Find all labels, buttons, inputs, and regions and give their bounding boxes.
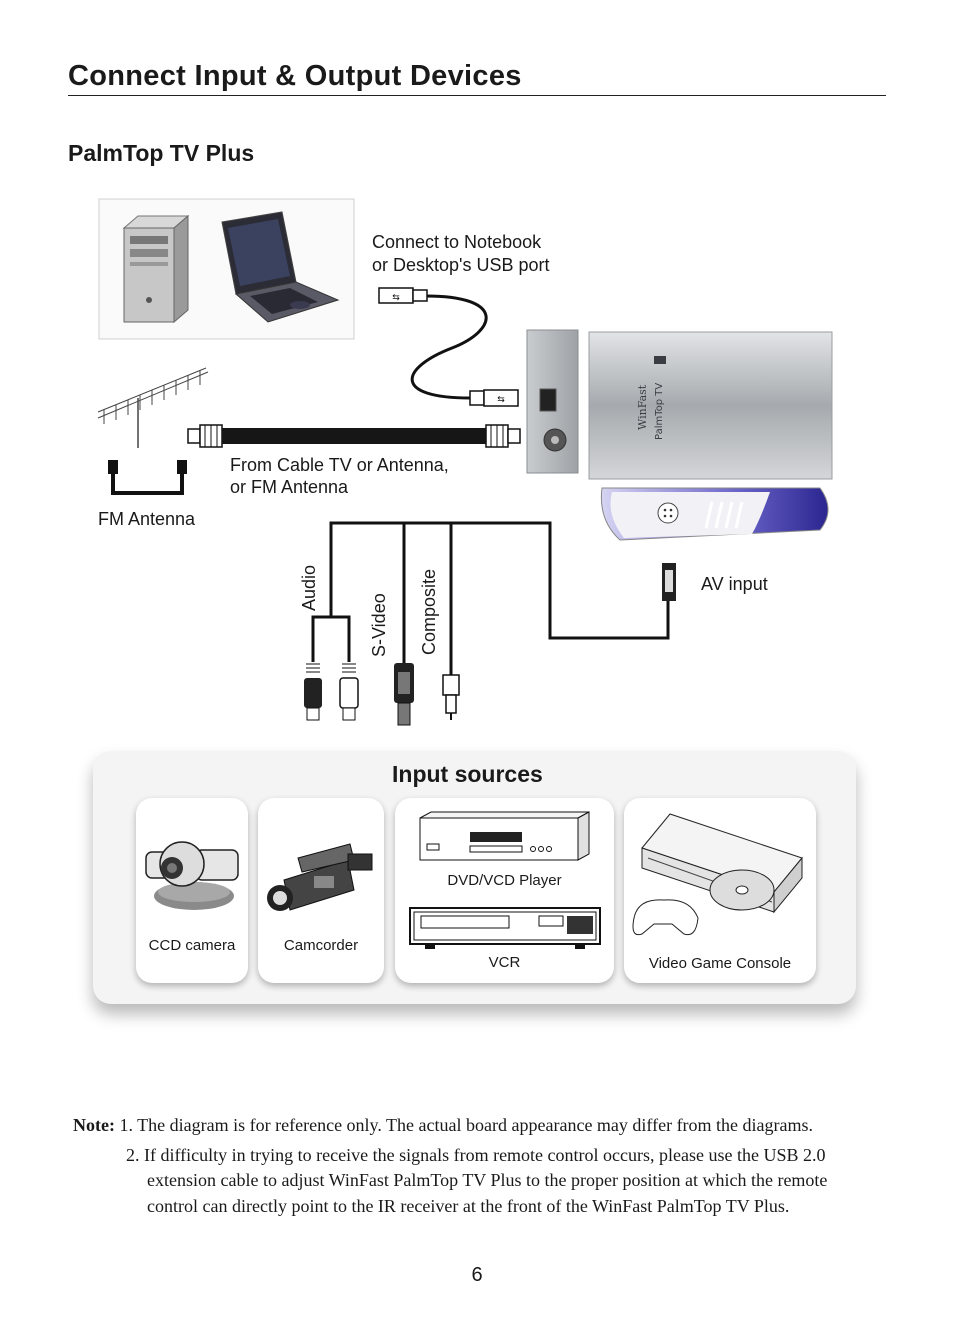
vcr-icon	[409, 907, 601, 949]
av-cables	[311, 521, 670, 675]
page-number: 6	[471, 1264, 483, 1286]
note-prefix: Note:	[73, 1115, 115, 1135]
fm-antenna-icon	[108, 460, 187, 495]
svg-text:⇆: ⇆	[497, 395, 505, 405]
camcorder-icon	[267, 843, 373, 911]
computers-image	[98, 198, 355, 340]
audio-plug-left-icon	[304, 663, 322, 721]
connection-diagram: ⇆ ⇆	[97, 198, 833, 726]
source-label-vcr: VCR	[488, 954, 521, 971]
palmtop-tv-device: WinFast PalmTop TV	[526, 329, 833, 541]
svg-text:⇆: ⇆	[392, 293, 400, 303]
composite-plug-icon	[442, 674, 460, 720]
source-label-dvd-vcd-player: DVD/VCD Player	[447, 872, 562, 889]
fm-antenna-label: FM Antenna	[98, 509, 196, 529]
notebook-icon	[221, 211, 340, 323]
svideo-plug-icon	[394, 663, 414, 726]
note-2-line-1: 2. If difficulty in trying to receive th…	[126, 1145, 826, 1165]
antenna-label-line2: or FM Antenna	[230, 477, 349, 497]
source-label-ccd-camera: CCD camera	[148, 937, 236, 954]
ccd-camera-icon	[145, 841, 239, 910]
note-2-line-2: extension cable to adjust WinFast PalmTo…	[147, 1170, 828, 1190]
source-label-video-game-console: Video Game Console	[648, 955, 792, 972]
source-card-dvd-vcr: DVD/VCD Player VCR	[395, 798, 614, 983]
svg-text:PalmTop TV: PalmTop TV	[654, 383, 665, 440]
svg-text:WinFast: WinFast	[636, 384, 649, 430]
av-input-label: AV input	[701, 574, 768, 594]
note-1-text: The diagram is for reference only. The a…	[137, 1115, 814, 1135]
tv-antenna-icon	[97, 367, 209, 448]
source-card-ccd-camera: CCD camera	[136, 798, 248, 983]
source-card-camcorder: Camcorder	[258, 798, 384, 983]
section-heading: PalmTop TV Plus	[68, 140, 255, 166]
note-2-line-3: control can directly point to the IR rec…	[147, 1196, 790, 1216]
dvd-player-icon	[419, 811, 590, 861]
page-title: Connect Input & Output Devices	[68, 60, 522, 92]
usb-cable: ⇆ ⇆	[378, 287, 519, 407]
note-1-number: 1.	[119, 1115, 133, 1135]
source-card-video-game-console: Video Game Console	[624, 798, 816, 983]
antenna-label-line1: From Cable TV or Antenna,	[230, 455, 449, 475]
cable-label-svideo: S-Video	[369, 593, 389, 657]
cable-label-audio: Audio	[299, 564, 319, 611]
usb-label-line1: Connect to Notebook	[372, 232, 542, 252]
usb-label-line2: or Desktop's USB port	[372, 255, 550, 275]
source-label-camcorder: Camcorder	[283, 937, 359, 954]
usb-plug-icon-device: ⇆	[469, 389, 519, 407]
audio-plug-right-icon	[339, 663, 359, 721]
note-1: Note: 1. The diagram is for reference on…	[73, 1112, 813, 1138]
cable-label-composite: Composite	[419, 568, 439, 655]
game-console-icon	[632, 813, 803, 936]
input-sources-title: Input sources	[392, 761, 543, 787]
coax-cable	[187, 424, 521, 448]
desktop-tower-icon	[122, 214, 190, 324]
usb-plug-icon: ⇆	[378, 287, 428, 304]
title-divider	[68, 95, 886, 96]
av-input-plug-icon	[662, 563, 676, 601]
